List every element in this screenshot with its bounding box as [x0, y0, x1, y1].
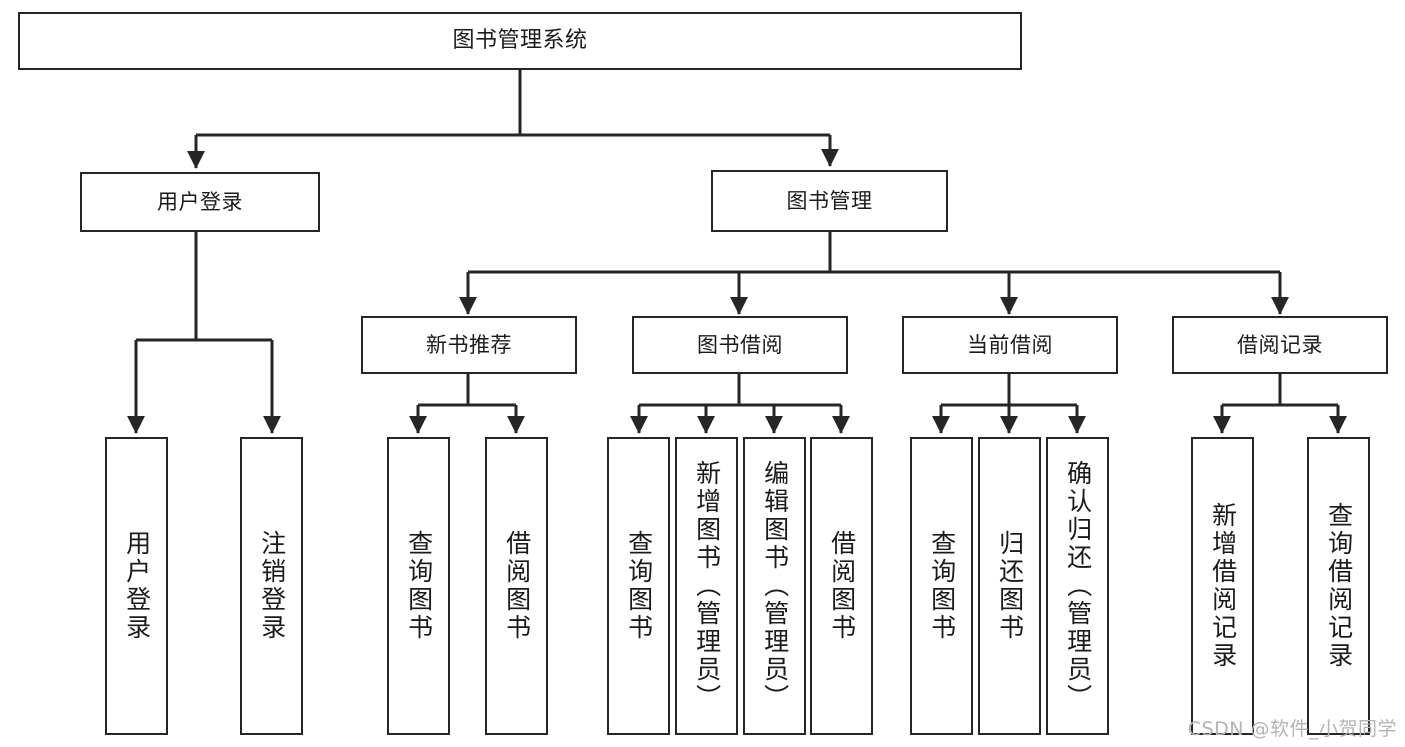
leaf-cb-confirm-return-label: 确认归还（管理员） — [1063, 460, 1093, 712]
node-new-book-recommend-label: 新书推荐 — [426, 332, 512, 357]
node-book-borrow-label: 图书借阅 — [697, 332, 783, 357]
leaf-cb-query-book-label: 查询图书 — [927, 530, 957, 642]
leaf-br-query-record[interactable]: 查询借阅记录 — [1307, 437, 1370, 735]
node-current-borrow-label: 当前借阅 — [967, 332, 1053, 357]
leaf-logout-label: 注销登录 — [257, 530, 287, 642]
leaf-bb-borrow-book-label: 借阅图书 — [827, 530, 857, 642]
leaf-bb-query-book-label: 查询图书 — [624, 530, 654, 642]
leaf-cb-return-book-label: 归还图书 — [995, 530, 1025, 642]
leaf-nb-borrow-book[interactable]: 借阅图书 — [485, 437, 548, 735]
leaf-bb-add-book[interactable]: 新增图书（管理员） — [675, 437, 738, 735]
node-user-login[interactable]: 用户登录 — [80, 172, 320, 232]
leaf-br-add-record[interactable]: 新增借阅记录 — [1191, 437, 1254, 735]
node-root-system-label: 图书管理系统 — [452, 28, 588, 54]
node-book-management-label: 图书管理 — [786, 188, 873, 213]
node-root-system[interactable]: 图书管理系统 — [18, 12, 1022, 70]
leaf-nb-query-book-label: 查询图书 — [404, 530, 434, 642]
node-new-book-recommend[interactable]: 新书推荐 — [361, 316, 577, 374]
leaf-cb-return-book[interactable]: 归还图书 — [978, 437, 1041, 735]
leaf-user-login-label: 用户登录 — [122, 530, 152, 642]
leaf-logout[interactable]: 注销登录 — [240, 437, 303, 735]
leaf-cb-confirm-return[interactable]: 确认归还（管理员） — [1046, 437, 1109, 735]
leaf-user-login[interactable]: 用户登录 — [105, 437, 168, 735]
node-user-login-label: 用户登录 — [157, 189, 243, 214]
leaf-bb-query-book[interactable]: 查询图书 — [607, 437, 670, 735]
leaf-br-add-record-label: 新增借阅记录 — [1208, 502, 1238, 670]
leaf-br-query-record-label: 查询借阅记录 — [1324, 502, 1354, 670]
node-book-borrow[interactable]: 图书借阅 — [632, 316, 848, 374]
leaf-bb-edit-book-label: 编辑图书（管理员） — [760, 460, 790, 712]
node-borrow-record-label: 借阅记录 — [1237, 332, 1323, 357]
leaf-bb-add-book-label: 新增图书（管理员） — [692, 460, 722, 712]
leaf-nb-query-book[interactable]: 查询图书 — [387, 437, 450, 735]
node-borrow-record[interactable]: 借阅记录 — [1172, 316, 1388, 374]
leaf-nb-borrow-book-label: 借阅图书 — [502, 530, 532, 642]
leaf-bb-borrow-book[interactable]: 借阅图书 — [810, 437, 873, 735]
leaf-cb-query-book[interactable]: 查询图书 — [910, 437, 973, 735]
leaf-bb-edit-book[interactable]: 编辑图书（管理员） — [743, 437, 806, 735]
node-current-borrow[interactable]: 当前借阅 — [902, 316, 1118, 374]
node-book-management[interactable]: 图书管理 — [711, 170, 948, 232]
